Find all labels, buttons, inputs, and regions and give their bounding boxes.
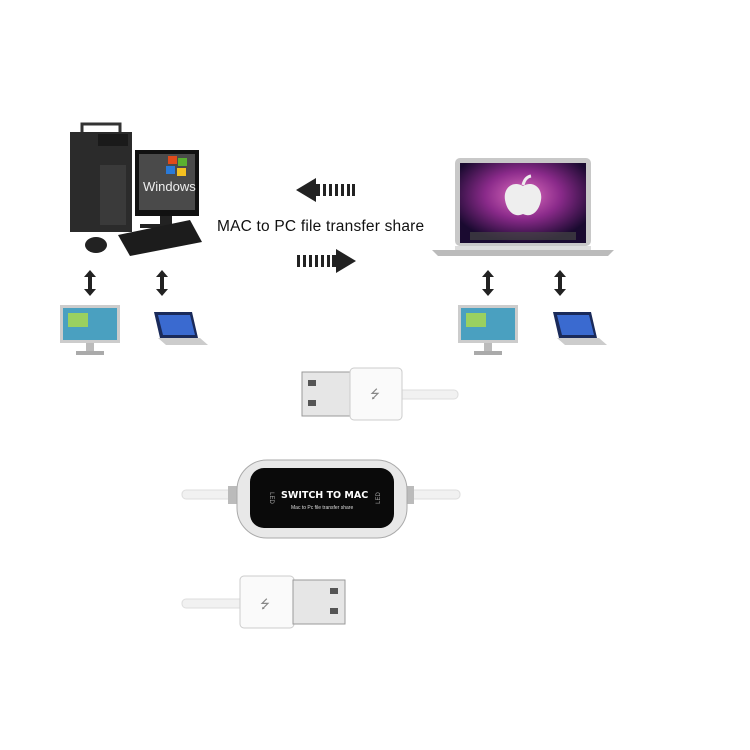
small-monitor-icon	[458, 305, 518, 355]
apple-logo-icon	[504, 183, 542, 216]
double-arrow-icon	[554, 270, 566, 296]
double-arrow-icon	[84, 270, 96, 296]
windows-label: Windows	[143, 179, 196, 194]
switch-to-mac-cable-box: SWITCH TO MAC Mac to Pc file transfer sh…	[181, 459, 461, 539]
arrow-left-icon	[296, 178, 355, 202]
small-monitor-icon	[60, 305, 120, 355]
mouse	[85, 237, 107, 253]
small-laptop-icon	[154, 312, 208, 345]
caption-text: MAC to PC file transfer share	[217, 218, 425, 235]
small-laptop-icon	[553, 312, 607, 345]
device-subtitle: Mac to Pc file transfer share	[291, 505, 353, 511]
led-label-right: LED	[376, 491, 382, 503]
keyboard	[118, 220, 202, 256]
arrow-right-icon	[297, 249, 356, 273]
led-label-left: LED	[268, 492, 274, 504]
double-arrow-icon	[156, 270, 168, 296]
usb-plug-bottom: ⭍	[181, 575, 346, 629]
usb-plug-top: ⭍	[301, 367, 459, 421]
device-title: SWITCH TO MAC	[281, 490, 368, 501]
double-arrow-icon	[482, 270, 494, 296]
windows-pc-illustration: Windows	[70, 122, 202, 256]
usb-symbol-icon: ⭍	[260, 597, 270, 611]
usb-symbol-icon: ⭍	[370, 387, 380, 401]
macbook-illustration	[432, 158, 614, 256]
